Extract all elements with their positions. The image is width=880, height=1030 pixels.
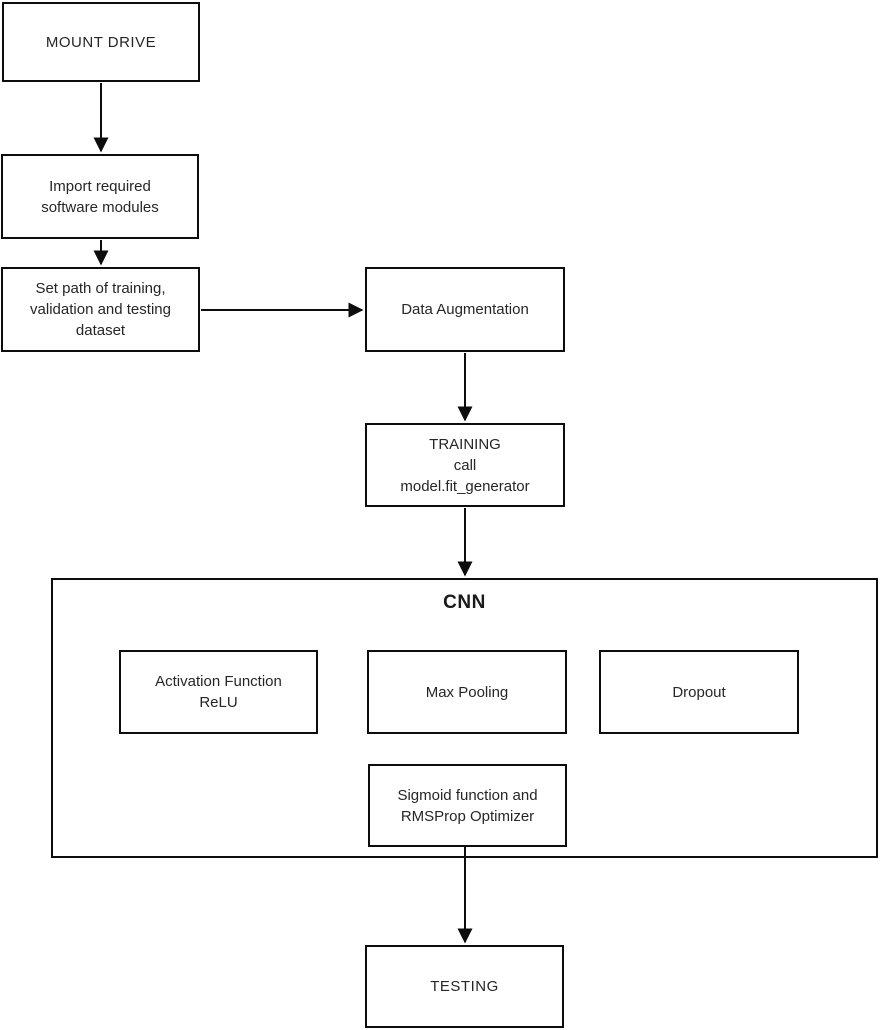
- node-activation-relu-label: Activation Function ReLU: [155, 673, 282, 711]
- node-max-pooling-label: Max Pooling: [425, 683, 509, 701]
- node-mount-drive: MOUNT DRIVE: [2, 2, 200, 82]
- node-sigmoid-rmsprop: Sigmoid function and RMSProp Optimizer: [368, 764, 567, 847]
- node-set-path: Set path of training, validation and tes…: [1, 267, 200, 352]
- node-testing: TESTING: [365, 945, 564, 1028]
- node-data-augmentation-label: Data Augmentation: [401, 301, 529, 318]
- node-import-modules-label: Import required software modules: [41, 177, 159, 216]
- node-import-modules: Import required software modules: [1, 154, 199, 239]
- group-cnn-title: CNN: [443, 592, 486, 613]
- node-sigmoid-rmsprop-label: Sigmoid function and RMSProp Optimizer: [397, 786, 538, 825]
- node-dropout: Dropout: [599, 650, 799, 734]
- node-dropout-label: Dropout: [672, 683, 726, 701]
- node-training-label: TRAINING call model.fit_generator: [400, 435, 530, 495]
- node-mount-drive-label: MOUNT DRIVE: [45, 33, 157, 51]
- node-max-pooling: Max Pooling: [367, 650, 567, 734]
- node-activation-relu: Activation Function ReLU: [119, 650, 318, 734]
- node-testing-label: TESTING: [430, 978, 499, 995]
- group-cnn: CNN Activation Function ReLU Max Pooling…: [51, 578, 878, 858]
- node-data-augmentation: Data Augmentation: [365, 267, 565, 352]
- node-set-path-label: Set path of training, validation and tes…: [30, 280, 171, 339]
- node-training: TRAINING call model.fit_generator: [365, 423, 565, 507]
